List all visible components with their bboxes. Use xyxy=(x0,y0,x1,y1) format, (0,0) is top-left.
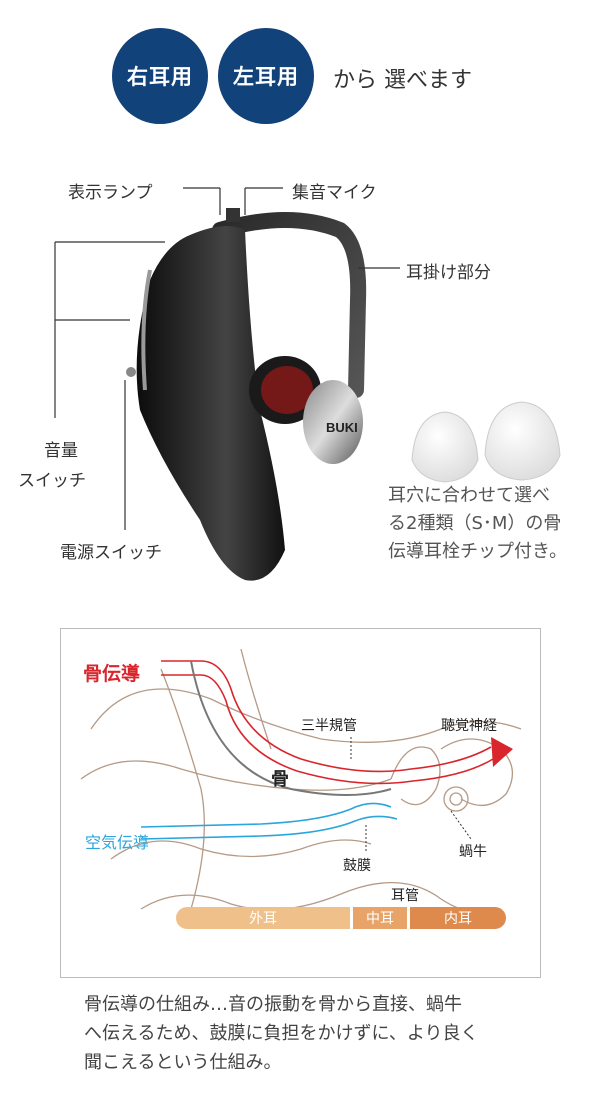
footer-line: 骨伝導の仕組み…音の振動を骨から直接、蝸牛 xyxy=(84,994,462,1015)
footer-explanation: 骨伝導の仕組み…音の振動を骨から直接、蝸牛 へ伝えるため、鼓膜に負担をかけずに、… xyxy=(84,990,554,1077)
microphone-port xyxy=(226,208,240,222)
headset-body xyxy=(136,226,285,581)
right-ear-label: 右耳用 xyxy=(127,65,193,89)
eardrum-label: 鼓膜 xyxy=(343,858,371,874)
label-volume-line1: 音量 xyxy=(44,441,78,461)
ear-hook-shape xyxy=(212,212,367,398)
label-microphone: 集音マイク xyxy=(292,183,377,203)
label-ear-hook: 耳掛け部分 xyxy=(406,263,491,283)
header-suffix: から 選べます xyxy=(333,68,472,93)
left-ear-label: 左耳用 xyxy=(233,65,299,89)
middle-ear-segment: 中耳 xyxy=(353,907,407,929)
middle-ear-label: 中耳 xyxy=(366,911,394,927)
ear-anatomy-svg xyxy=(80,648,522,913)
footer-line: 聞こえるという仕組み。 xyxy=(84,1052,282,1073)
semicircular-canals-label: 三半規管 xyxy=(301,718,357,734)
caption-line: る2種類（S･M）の骨 xyxy=(388,513,562,534)
left-ear-badge: 左耳用 xyxy=(218,28,314,124)
outer-ear-label: 外耳 xyxy=(249,911,277,927)
ear-anatomy-lines xyxy=(80,648,522,913)
bone-label: 骨 xyxy=(271,769,289,790)
bone-structure-line xyxy=(190,660,392,796)
earbud-cap xyxy=(303,380,363,464)
label-power-switch: 電源スイッチ xyxy=(60,543,162,563)
cochlea-label: 蝸牛 xyxy=(459,844,487,860)
bone-path-arrow xyxy=(491,737,513,767)
body-edge-highlight xyxy=(141,269,152,391)
bone-conduction-label: 骨伝導 xyxy=(83,663,141,685)
air-conduction-label: 空気伝導 xyxy=(85,833,150,852)
ear-tips-caption: 耳穴に合わせて選べ る2種類（S･M）の骨 伝導耳栓チップ付き。 xyxy=(388,482,593,566)
ear-tip-medium xyxy=(484,401,561,481)
ear-canal-label: 耳管 xyxy=(391,888,419,904)
air-conduction-path xyxy=(140,802,398,840)
caption-line: 伝導耳栓チップ付き。 xyxy=(388,541,568,562)
label-volume-line2: スイッチ xyxy=(18,471,86,491)
auditory-nerve-label: 聴覚神経 xyxy=(441,718,497,734)
caption-line: 耳穴に合わせて選べ xyxy=(388,485,550,506)
bone-conduction-diagram: 骨伝導 三半規管 聴覚神経 骨 空気伝導 蝸牛 鼓膜 耳管 外耳 中耳 内耳 xyxy=(60,628,541,978)
ear-tip-small xyxy=(411,411,479,483)
right-ear-badge: 右耳用 xyxy=(112,28,208,124)
earbud-red-ring xyxy=(261,366,313,414)
footer-line: へ伝えるため、鼓膜に負担をかけずに、より良く xyxy=(84,1023,479,1044)
bone-conduction-path xyxy=(161,660,494,785)
volume-button xyxy=(126,367,136,377)
product-illustration: BUKI xyxy=(54,187,561,581)
inner-ear-label: 内耳 xyxy=(444,911,472,927)
outer-ear-segment: 外耳 xyxy=(176,907,350,929)
inner-ear-segment: 内耳 xyxy=(410,907,506,929)
label-indicator-lamp: 表示ランプ xyxy=(68,183,153,203)
brand-logo: BUKI xyxy=(326,420,358,435)
